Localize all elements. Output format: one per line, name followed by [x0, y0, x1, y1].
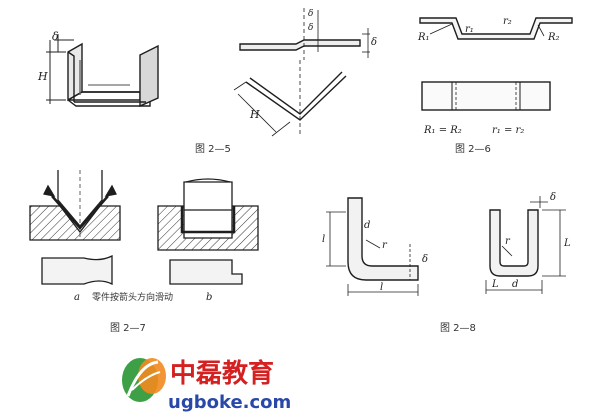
side-thickness-label: δ: [371, 37, 377, 48]
caption-2-6: 图 2—6: [455, 143, 491, 155]
eq-r-label: r₁ = r₂: [492, 125, 524, 136]
height-label-b: H: [249, 108, 260, 121]
figure-2-5: δ H δ δ δ H 图 2—5: [37, 8, 377, 155]
die-b: [157, 178, 259, 251]
hat-top-view: [421, 81, 551, 111]
R2-label: R₂: [547, 32, 560, 43]
die-a: [29, 170, 121, 241]
part-b-blank: [169, 259, 243, 285]
r1-label: r₁: [465, 24, 474, 35]
height-label-a: H: [37, 70, 48, 83]
hat-profile: [419, 17, 573, 40]
watermark-title: 中磊教育: [170, 358, 274, 389]
dim-lines-2-8-left: [326, 211, 419, 296]
u-bracket: [489, 209, 539, 277]
part-a-blank: [41, 254, 113, 286]
label-b: b: [206, 292, 212, 303]
dim-lines-2-8-right: [485, 196, 566, 294]
watermark: 中磊教育 ugboke.com: [122, 358, 291, 413]
figure-2-7: a b 零件按箭头方向滑动 图 2—7: [29, 170, 259, 334]
figure-2-6: R₁ r₁ r₂ R₂ R₁ = R₂ r₁ = r₂ 图 2—6: [417, 16, 573, 155]
sliding-note: 零件按箭头方向滑动: [92, 291, 173, 303]
eq-R-label: R₁ = R₂: [423, 125, 462, 136]
delta-right-label: δ: [550, 192, 556, 203]
l-bottom-label: l: [380, 282, 383, 293]
flat-strip: [239, 8, 370, 60]
caption-2-8: 图 2—8: [440, 322, 476, 334]
r2-label: r₂: [503, 16, 512, 27]
gap-label-1: δ: [308, 9, 313, 19]
r-right-label: r: [505, 236, 511, 247]
label-a: a: [74, 292, 80, 303]
thickness-label: δ: [52, 30, 59, 43]
watermark-url: ugboke.com: [168, 392, 291, 413]
r-left-label: r: [382, 240, 388, 251]
caption-2-5: 图 2—5: [195, 143, 231, 155]
d-right-label: d: [512, 279, 518, 290]
R1-label: R₁: [417, 32, 430, 43]
L-right-label: L: [563, 238, 571, 249]
dim-lines-2-5: [46, 34, 74, 104]
logo-icon: [122, 358, 166, 402]
u-channel-part: [67, 42, 159, 108]
figure-2-8: l d r δ l δ r L L d 图 2—8: [322, 192, 571, 334]
caption-2-7: 图 2—7: [110, 322, 146, 334]
v-bend-part: [233, 60, 347, 137]
delta-left-label: δ: [422, 254, 428, 265]
L-bottom-label: L: [491, 279, 499, 290]
d-left-label: d: [364, 220, 370, 231]
gap-label-2: δ: [308, 23, 313, 33]
l-left-label: l: [322, 234, 325, 245]
l-bracket: [347, 197, 419, 281]
